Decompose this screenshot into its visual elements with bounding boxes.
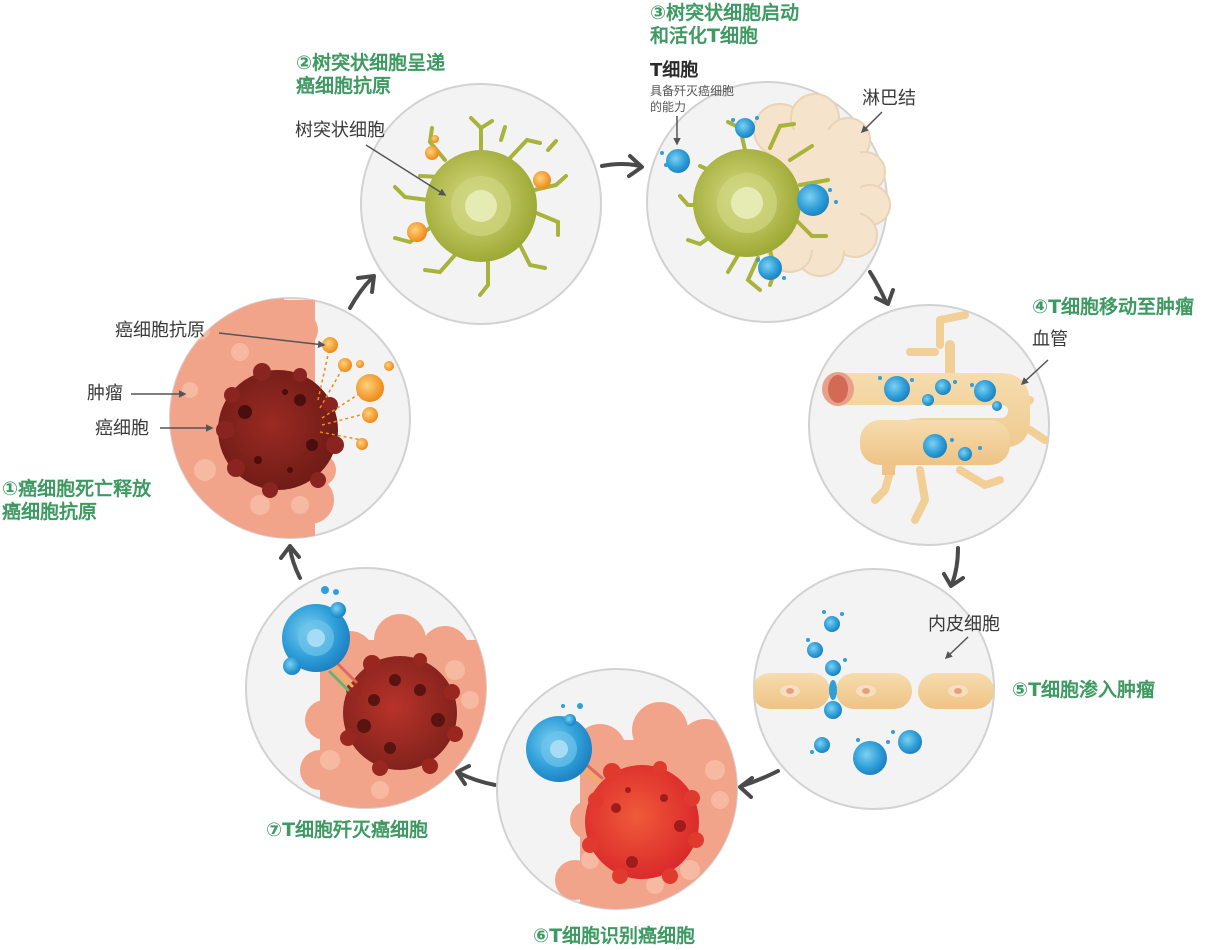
pointer-dendritic-cell — [365, 144, 447, 196]
label-pointers — [131, 111, 1049, 660]
dendritic-cell-stage3 — [678, 120, 830, 292]
step-5-label: ⑤T细胞渗入肿瘤 — [1012, 679, 1156, 701]
receptor-binding-7 — [328, 662, 358, 692]
dendritic-cell — [393, 116, 568, 297]
step-4-label: ④T细胞移动至肿瘤 — [1032, 296, 1195, 318]
t-cell-label: T细胞 — [650, 60, 699, 81]
arrow-4-to-5 — [942, 546, 965, 588]
arrow-6-to-7 — [455, 764, 497, 787]
stage-2-circle — [360, 83, 602, 325]
t-cell-stage7 — [282, 586, 350, 675]
t-cells-in-vessel — [878, 376, 1002, 461]
arrow-5-to-6 — [738, 769, 780, 799]
pointer-antigen — [218, 332, 326, 349]
receptor-binding-6 — [582, 764, 604, 784]
cancer-cell-label: 癌细胞 — [95, 418, 149, 439]
blood-vessel-label: 血管 — [1032, 329, 1068, 350]
stage-5-circle — [753, 568, 995, 810]
stage-7-circle — [245, 567, 487, 809]
t-cell-note: 具备歼灭癌细胞 的能力 — [650, 84, 735, 114]
antigen-label: 癌细胞抗原 — [115, 320, 205, 341]
endothelial-label: 内皮细胞 — [928, 614, 1000, 635]
arrow-3-to-4 — [868, 270, 895, 306]
endothelial-cells — [754, 673, 994, 709]
step-6-label: ⑥T细胞识别癌细胞 — [533, 925, 696, 947]
antigens-stage2 — [407, 135, 551, 242]
pointer-lymph-node — [860, 111, 883, 134]
step-1-label: ①癌细胞死亡释放 癌细胞抗原 — [2, 478, 152, 523]
pointer-blood-vessel — [1020, 359, 1049, 386]
dendritic-cell-label: 树突状细胞 — [295, 120, 385, 141]
stage-4-circle — [808, 304, 1050, 546]
step-2-label: ②树突状细胞呈递 癌细胞抗原 — [296, 52, 446, 97]
arrow-7-to-1 — [279, 544, 302, 580]
cancer-cell-killed — [340, 653, 463, 776]
t-cells-stage3 — [660, 116, 838, 280]
t-cells-migrating — [806, 610, 922, 775]
arrow-1-to-2 — [348, 274, 376, 310]
dying-cancer-cell — [216, 363, 344, 498]
arrow-2-to-3 — [600, 154, 644, 178]
step-3-label: ③树突状细胞启动 和活化T细胞 — [650, 2, 800, 47]
stage-1-circle — [169, 297, 411, 539]
cycle-arrows — [279, 154, 965, 799]
pointer-endothelial — [944, 636, 969, 660]
step-7-label: ⑦T细胞歼灭癌细胞 — [266, 819, 429, 841]
t-cell-stage6 — [526, 703, 592, 782]
lymph-node-label: 淋巴结 — [862, 88, 916, 109]
cancer-cell-recognized — [582, 761, 704, 884]
released-antigens — [317, 337, 394, 450]
tumor-label: 肿瘤 — [87, 383, 123, 404]
stage-3-circle — [646, 81, 891, 323]
stage-6-circle — [496, 668, 738, 910]
